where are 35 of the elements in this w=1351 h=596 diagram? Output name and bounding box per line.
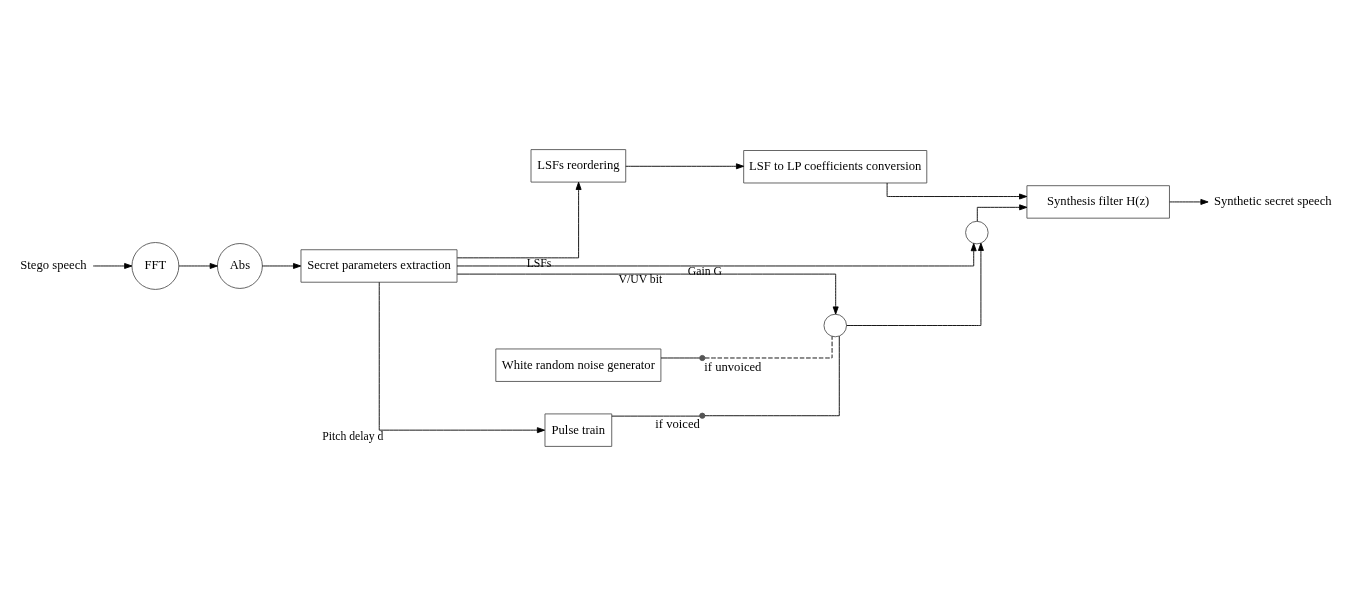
node-box: Pulse train bbox=[544, 413, 613, 447]
connector bbox=[660, 357, 700, 359]
node-text: Synthetic secret speech bbox=[1213, 194, 1332, 209]
arrow bbox=[178, 263, 218, 269]
edge-label: V/UV bit bbox=[618, 273, 663, 287]
node-label: if unvoiced bbox=[704, 359, 762, 374]
edge-label: Pitch delay d bbox=[322, 429, 384, 443]
node-box: LSF to LP coefficients conversion bbox=[743, 150, 928, 184]
node-dot bbox=[699, 412, 706, 419]
node-box: LSFs reordering bbox=[530, 149, 627, 183]
edge-label: LSFs bbox=[526, 257, 552, 271]
connector bbox=[704, 335, 840, 417]
node-circle: Abs bbox=[217, 243, 263, 289]
connector bbox=[704, 336, 833, 359]
arrow bbox=[456, 243, 977, 267]
arrow bbox=[976, 204, 1028, 222]
node-box: Synthesis filter H(z) bbox=[1026, 185, 1170, 219]
arrow bbox=[378, 281, 546, 434]
connector bbox=[611, 415, 701, 417]
node-circle: FFT bbox=[131, 242, 180, 290]
node-dot bbox=[699, 354, 706, 362]
node-label: if voiced bbox=[655, 417, 700, 432]
arrow bbox=[1169, 198, 1209, 205]
arrow bbox=[625, 163, 745, 170]
node-box: Secret parameters extraction bbox=[300, 249, 458, 283]
arrow bbox=[846, 242, 984, 326]
node-text: Stego speech bbox=[20, 258, 87, 273]
arrow bbox=[456, 273, 839, 315]
edge-label: Gain G bbox=[687, 265, 723, 279]
arrow bbox=[261, 263, 302, 269]
arrow bbox=[92, 263, 133, 269]
node-box: White random noise generator bbox=[495, 348, 662, 382]
arrow bbox=[456, 181, 582, 259]
node-circle bbox=[823, 313, 847, 338]
node-circle bbox=[965, 220, 989, 245]
